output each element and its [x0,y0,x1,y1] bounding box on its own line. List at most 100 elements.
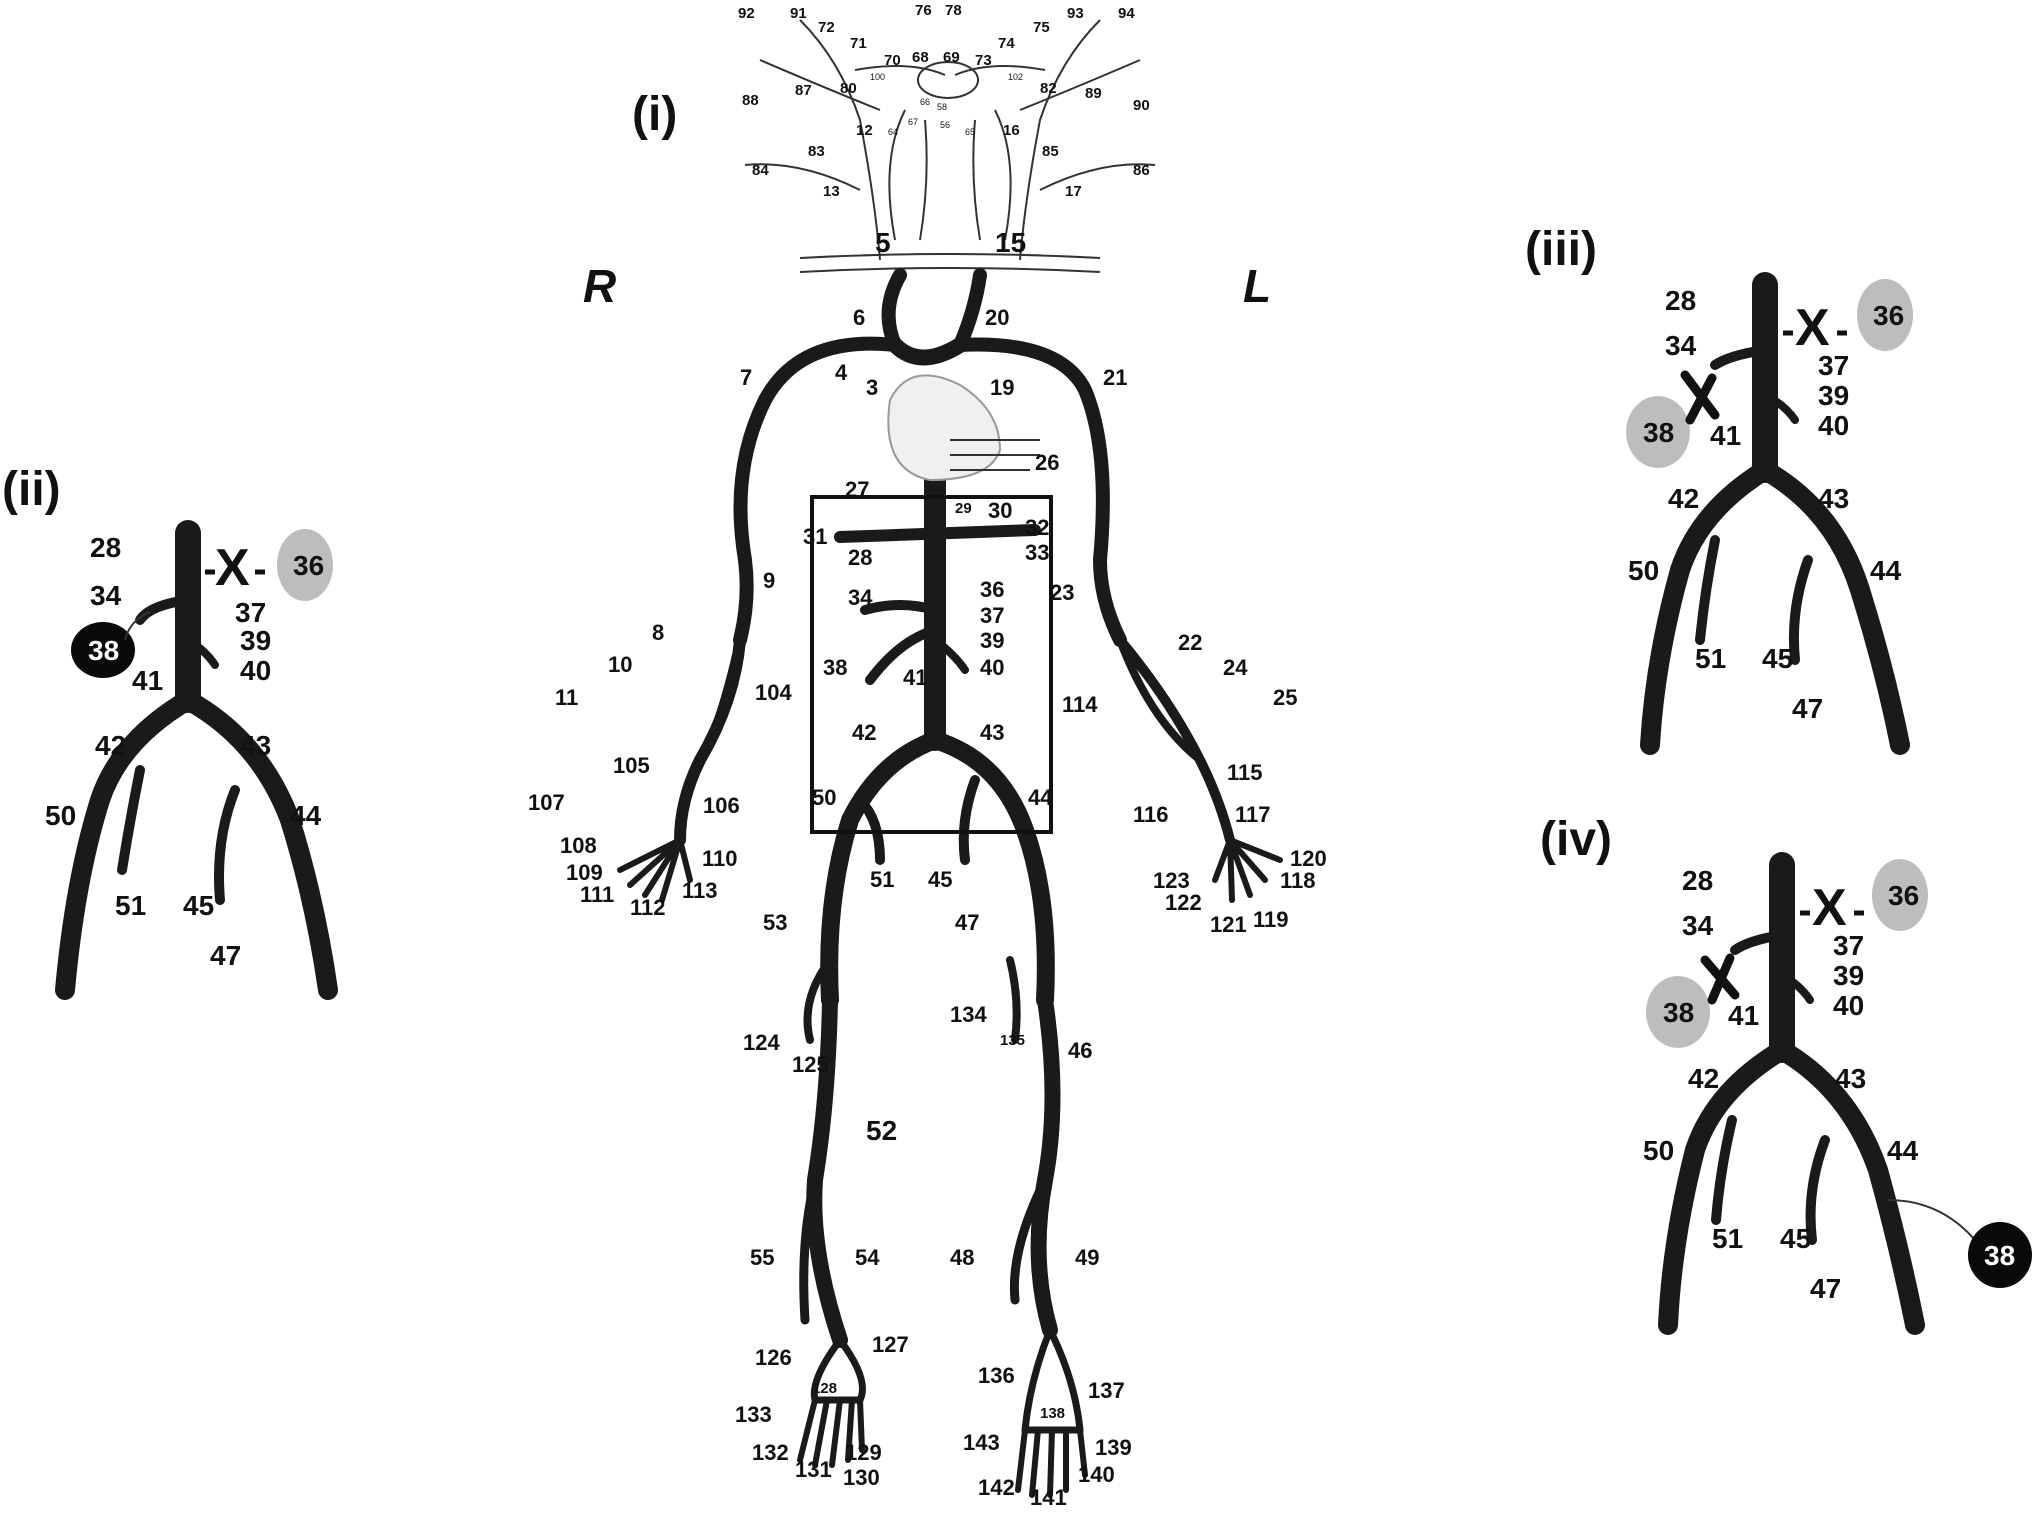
svg-text:102: 102 [1008,72,1023,82]
svg-text:31: 31 [803,524,827,549]
svg-text:30: 30 [988,498,1012,523]
svg-text:50: 50 [812,785,836,810]
panel-iv-vessels [1658,852,1976,1335]
svg-text:115: 115 [1227,760,1263,785]
svg-text:3: 3 [866,375,878,400]
svg-text:40: 40 [980,655,1004,680]
svg-text:107: 107 [528,790,565,815]
svg-text:42: 42 [1688,1063,1719,1094]
svg-text:43: 43 [1818,483,1849,514]
svg-text:41: 41 [132,665,163,696]
panel-ii-x-mark: X [215,539,250,597]
panel-ii-tag: (ii) [2,463,61,516]
svg-text:34: 34 [1682,910,1714,941]
svg-text:21: 21 [1103,365,1127,390]
arterial-trunk [617,268,1283,1498]
panel-iv-cut-mark [1700,953,1740,1005]
svg-text:142: 142 [978,1475,1015,1500]
svg-text:137: 137 [1088,1378,1125,1403]
panel-iii-grey-node-36 [1857,279,1913,351]
svg-text:78: 78 [945,2,962,19]
svg-text:51: 51 [115,890,146,921]
svg-text:46: 46 [1068,1038,1092,1063]
svg-text:130: 130 [843,1465,880,1490]
svg-text:28: 28 [1665,285,1696,316]
svg-text:55: 55 [750,1245,774,1270]
svg-text:40: 40 [240,655,271,686]
svg-text:47: 47 [1810,1273,1841,1304]
svg-text:139: 139 [1095,1435,1132,1460]
panel-ii-black-node [71,622,135,678]
panel-iv-labels: 28 34 37 39 40 41 42 43 50 44 51 45 47 [1643,865,1919,1304]
svg-text:56: 56 [940,120,950,130]
svg-text:5: 5 [875,227,891,258]
svg-text:7: 7 [740,365,752,390]
svg-text:10: 10 [608,652,632,677]
svg-text:34: 34 [90,580,122,611]
svg-text:27: 27 [845,477,869,502]
svg-text:37: 37 [1818,350,1849,381]
svg-text:51: 51 [870,867,894,892]
thorax-labels: 6 20 7 4 3 19 21 26 27 29 30 31 32 33 28… [528,305,1327,937]
svg-text:117: 117 [1235,802,1271,827]
svg-text:54: 54 [855,1245,880,1270]
svg-text:40: 40 [1833,990,1864,1021]
svg-text:85: 85 [1042,143,1059,160]
svg-text:45: 45 [1762,643,1793,674]
panel-iv-grey-node-36 [1872,859,1928,931]
svg-text:112: 112 [630,895,666,920]
svg-text:110: 110 [702,846,738,871]
svg-text:43: 43 [980,720,1004,745]
svg-text:42: 42 [1668,483,1699,514]
arm-left-labels: 22 24 25 [1178,630,1297,710]
panel-iv-x-mark: X [1812,879,1847,937]
svg-text:44: 44 [1887,1135,1919,1166]
svg-text:124: 124 [743,1030,780,1055]
svg-text:51: 51 [1712,1223,1743,1254]
svg-text:92: 92 [738,5,755,22]
svg-text:39: 39 [1818,380,1849,411]
svg-text:65: 65 [965,127,975,137]
svg-text:141: 141 [1030,1485,1067,1510]
svg-text:100: 100 [870,72,885,82]
svg-text:41: 41 [903,665,927,690]
svg-text:111: 111 [580,882,614,907]
svg-text:72: 72 [818,19,835,36]
svg-text:51: 51 [1695,643,1726,674]
svg-text:28: 28 [90,532,121,563]
panel-iv-tag: (iv) [1540,813,1612,866]
svg-text:84: 84 [752,162,769,179]
svg-text:28: 28 [1682,865,1713,896]
panel-iv: (iv) 36 38 38 X 28 34 37 39 40 41 42 43 [1540,813,2032,1335]
svg-text:33: 33 [1025,540,1049,565]
svg-text:17: 17 [1065,183,1082,200]
svg-text:71: 71 [850,35,867,52]
svg-text:39: 39 [1833,960,1864,991]
svg-text:44: 44 [1028,785,1053,810]
panel-ii-vessels [55,520,338,1000]
panel-iii-cut-mark [1680,370,1720,425]
svg-text:73: 73 [975,52,992,69]
svg-text:43: 43 [240,730,271,761]
svg-text:36: 36 [980,577,1004,602]
svg-text:122: 122 [1165,890,1202,915]
panel-ii-labels: 28 34 37 39 40 41 42 43 50 44 51 45 47 [45,532,322,971]
svg-text:108: 108 [560,833,597,858]
panel-iii-labels: 28 34 37 39 40 41 42 43 50 44 51 45 47 [1628,285,1902,724]
svg-text:23: 23 [1050,580,1074,605]
svg-text:135: 135 [1000,1032,1025,1049]
panel-iii-grey-node-38 [1626,396,1690,468]
panel-iv-grey-node-38-label: 38 [1663,997,1694,1028]
svg-text:37: 37 [980,603,1004,628]
svg-text:94: 94 [1118,5,1135,22]
svg-text:29: 29 [955,500,972,517]
svg-text:109: 109 [566,860,603,885]
head-vessels [744,19,1156,273]
svg-text:42: 42 [852,720,876,745]
svg-text:45: 45 [183,890,214,921]
svg-text:47: 47 [210,940,241,971]
svg-text:43: 43 [1835,1063,1866,1094]
svg-text:39: 39 [980,628,1004,653]
svg-text:116: 116 [1133,802,1169,827]
svg-text:89: 89 [1085,85,1102,102]
